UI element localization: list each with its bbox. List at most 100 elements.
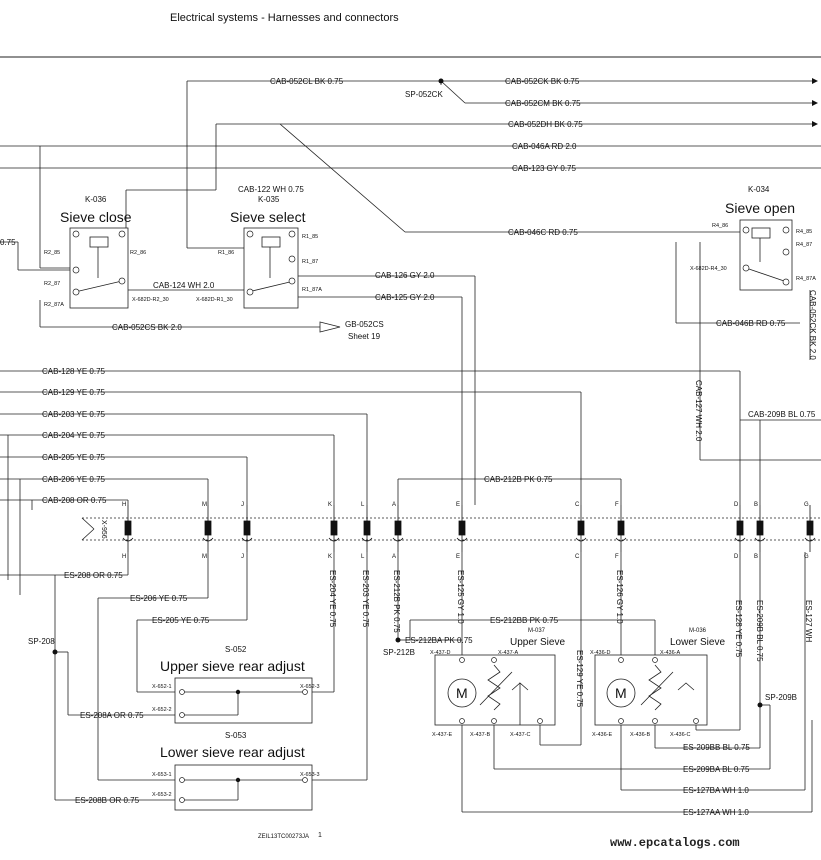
connector-pin-socket (241, 537, 253, 542)
connector-pin-letter: K (328, 554, 332, 560)
connector-pin-body (458, 520, 466, 536)
splice-label: SP-209B (765, 693, 797, 702)
connector-pin-letter: K (328, 502, 332, 508)
connector-pin-body (806, 520, 814, 536)
component-title: Sieve open (725, 200, 795, 216)
connector-pin-body (204, 520, 212, 536)
connector-pin-body (736, 520, 744, 536)
connector-pin-letter: B (754, 554, 758, 560)
splice-label: SP-212B (383, 648, 415, 657)
pin-label: X-653-2 (152, 792, 172, 798)
motor-m036-symbol (606, 678, 636, 708)
wire-label: CAB-206 YE 0.75 (42, 475, 106, 484)
wire-label: CAB-052DH BK 0.75 (508, 120, 583, 129)
wire-label: ES-208A OR 0.75 (80, 711, 144, 720)
connector-pin-letter: L (361, 554, 365, 560)
page-title: Electrical systems - Harnesses and conne… (170, 12, 399, 24)
component-id: S-052 (225, 645, 247, 654)
connector-pin-socket (575, 537, 587, 542)
connector-pin-socket (804, 537, 816, 542)
connector-pin-socket (361, 537, 373, 542)
pin-label: R2_86 (130, 250, 146, 256)
pin-label: R4_87 (796, 242, 812, 248)
wire-label: ES-208B OR 0.75 (75, 796, 140, 805)
connector-pin-body (756, 520, 764, 536)
pin-label: X-652-2 (152, 707, 172, 713)
wire-label: CAB-203 YE 0.75 (42, 410, 106, 419)
wire-label-vertical: ES-129 YE 0.75 (575, 650, 584, 708)
pin-label: X-682D-R1_30 (196, 297, 233, 303)
connector-pin-letter: C (575, 502, 580, 508)
pin-label: X-437-B (470, 732, 491, 738)
wire-label: ES-212BB PK 0.75 (490, 616, 559, 625)
wire-label: ES-208 OR 0.75 (64, 571, 123, 580)
connector-pin-letter: H (122, 554, 126, 560)
pin-label: R1_87 (302, 259, 318, 265)
ground-label: GB-052CS (345, 320, 384, 329)
wire-label: CAB-052CM BK 0.75 (505, 99, 581, 108)
pin-label: R2_87 (44, 281, 60, 287)
wire-label: ES-209BA BL 0.75 (683, 765, 750, 774)
splice-sp208-dot (52, 649, 58, 655)
connector-pin-letter: C (575, 554, 580, 560)
watermark-brand: www.epcatalogs.com (610, 836, 740, 850)
connector-pin-socket (202, 537, 214, 542)
connector-pin-letter: J (241, 554, 244, 560)
component-id: M-037 (528, 628, 546, 634)
wire-label: CAB-129 YE 0.75 (42, 388, 106, 397)
wire-label: CAB-046B RD 0.75 (716, 319, 786, 328)
connector-pin-body (577, 520, 585, 536)
component-id: K-035 (258, 195, 280, 204)
switch-s053-box (174, 764, 313, 811)
connector-pin-body (363, 520, 371, 536)
connector-pin-letter: J (241, 502, 244, 508)
connector-pin-letter: L (361, 502, 365, 508)
component-title: Sieve close (60, 209, 132, 225)
splice-sp052ck-dot (438, 78, 444, 84)
pin-label: R4_87A (796, 276, 816, 282)
ground-gb052cs-arrow (319, 321, 341, 333)
connector-pin-socket (456, 537, 468, 542)
connector-pin-body (394, 520, 402, 536)
connector-pin-socket (615, 537, 627, 542)
connector-pin-letter: F (615, 554, 619, 560)
splice-sp212b-dot (395, 637, 401, 643)
page-number: 1 (318, 832, 322, 839)
component-title: Lower sieve rear adjust (160, 744, 305, 760)
connector-pin-letter: D (734, 502, 739, 508)
wire-label: ES-205 YE 0.75 (152, 616, 210, 625)
pin-label: R2_85 (44, 250, 60, 256)
wire-label: CAB-128 YE 0.75 (42, 367, 106, 376)
pin-label: X-652-1 (152, 684, 172, 690)
component-id: S-053 (225, 731, 247, 740)
pin-label: X-682D-R4_30 (690, 266, 727, 272)
connector-pin-letter: M (202, 502, 207, 508)
wire-label: CAB-212B PK 0.75 (484, 475, 553, 484)
motor-m037-symbol (447, 678, 477, 708)
pin-label: X-437-C (510, 732, 531, 738)
pin-label: R4_86 (712, 223, 728, 229)
pin-label: X-436-A (660, 650, 681, 656)
connector-x956-label: X-956 (100, 520, 107, 539)
wire-label-vertical: CAB-052CK BK 2.0 (808, 290, 817, 360)
connector-pin-body (124, 520, 132, 536)
pin-label: X-437-E (432, 732, 453, 738)
connector-pin-body (243, 520, 251, 536)
motor-letter: M (615, 685, 627, 701)
wire-label: CAB-122 WH 0.75 (238, 185, 304, 194)
pin-label: X-652-3 (300, 684, 320, 690)
wire-label: CAB-208 OR 0.75 (42, 496, 107, 505)
component-id: M-036 (689, 628, 707, 634)
wire-label: CAB-046C RD 0.75 (508, 228, 578, 237)
connector-pin-letter: G (804, 502, 809, 508)
connector-pin-letter: H (122, 502, 126, 508)
component-title: Upper Sieve (510, 637, 565, 648)
pin-label: X-653-1 (152, 772, 172, 778)
pin-label: X-437-A (498, 650, 519, 656)
wire-label: CAB-052CL BK 0.75 (270, 77, 344, 86)
relay-k035-box (243, 227, 299, 309)
pin-label: X-653-3 (300, 772, 320, 778)
connector-pin-letter: B (754, 502, 758, 508)
